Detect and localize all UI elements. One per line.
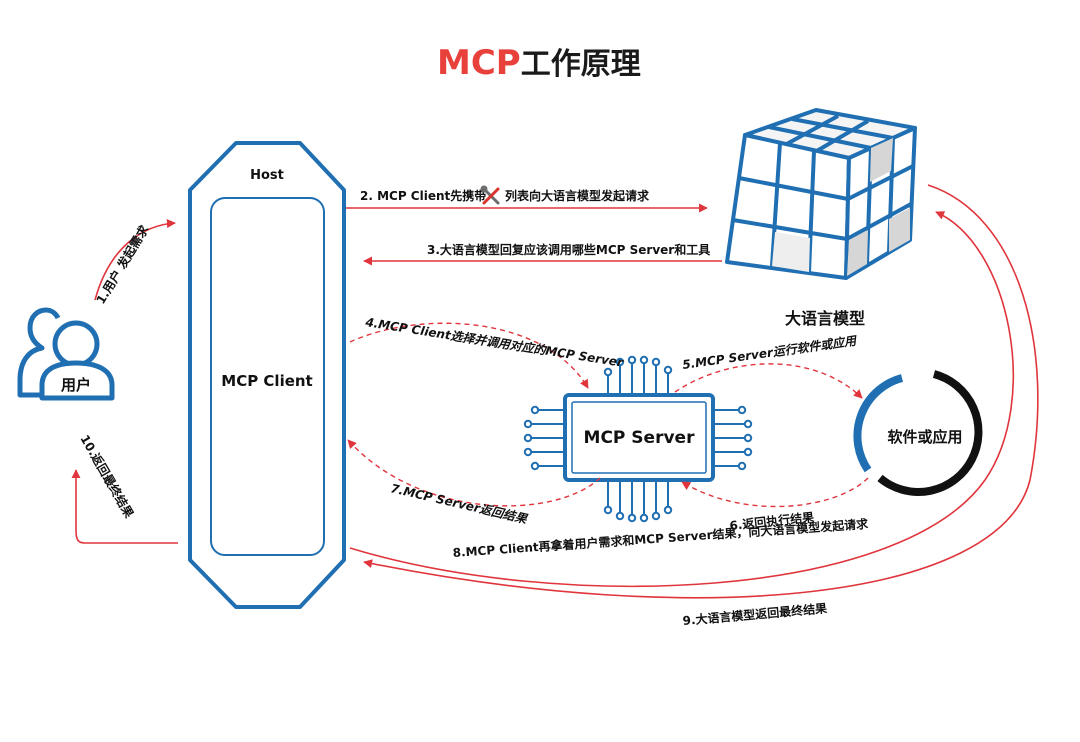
chip-pin-head bbox=[603, 505, 613, 515]
chip-pin-head bbox=[639, 355, 649, 365]
step-2-label: 2. MCP Client先携带 列表向大语言模型发起请求 bbox=[360, 185, 650, 205]
chip-pin-head bbox=[523, 447, 533, 457]
mcp-server-label: MCP Server bbox=[584, 428, 696, 448]
chip-pin-head bbox=[639, 513, 649, 523]
arrow-step-7 bbox=[347, 439, 601, 507]
arrow-step-1 bbox=[94, 219, 176, 301]
chip-icon bbox=[523, 355, 753, 523]
step-2-text-a: 2. MCP Client先携带 bbox=[360, 188, 486, 203]
step-9-label: 9.大语言模型返回最终结果 bbox=[682, 600, 828, 628]
chip-pin-head bbox=[737, 405, 747, 415]
chip-pin-head bbox=[663, 365, 673, 375]
arrow-step-8 bbox=[349, 211, 1015, 588]
step-3-label: 3.大语言模型回复应该调用哪些MCP Server和工具 bbox=[427, 242, 710, 257]
cube-icon bbox=[725, 108, 917, 280]
chip-pin-head bbox=[743, 433, 753, 443]
chip-pin-head bbox=[743, 419, 753, 429]
step-2-text-b: 列表向大语言模型发起请求 bbox=[505, 188, 650, 203]
chip-pin-head bbox=[651, 357, 661, 367]
arrow-step-10 bbox=[71, 469, 178, 544]
ring-icon bbox=[853, 370, 983, 496]
step-10-label: 10.返回最终结果 bbox=[77, 432, 137, 520]
chip-pin-head bbox=[627, 355, 637, 365]
chip-pin-head bbox=[603, 367, 613, 377]
host-label: Host bbox=[250, 168, 284, 183]
chip-pin-head bbox=[530, 461, 540, 471]
wrench-screwdriver-icon bbox=[480, 185, 500, 205]
chip-pin-head bbox=[651, 511, 661, 521]
chip-pin-head bbox=[530, 405, 540, 415]
chip-pin-head bbox=[615, 357, 625, 367]
app-label: 软件或应用 bbox=[887, 428, 962, 446]
chip-pin-head bbox=[737, 461, 747, 471]
user-label: 用户 bbox=[61, 376, 91, 394]
step-7-label: 7.MCP Server返回结果 bbox=[389, 481, 529, 526]
mcp-client-label: MCP Client bbox=[221, 372, 312, 390]
arrow-step-5 bbox=[674, 363, 863, 399]
llm-label: 大语言模型 bbox=[785, 309, 865, 328]
host-container bbox=[188, 141, 346, 609]
chip-pin-head bbox=[523, 433, 533, 443]
chip-pin-head bbox=[615, 511, 625, 521]
step-1-label: 1.用户 发起需求 bbox=[93, 222, 152, 307]
users-icon bbox=[17, 307, 115, 401]
chip-pin-head bbox=[663, 505, 673, 515]
step-5-label: 5.MCP Server运行软件或应用 bbox=[681, 333, 858, 372]
chip-pin-head bbox=[627, 513, 637, 523]
chip-pin-head bbox=[743, 447, 753, 457]
arrow-step-4 bbox=[349, 322, 589, 389]
page-title: MCP工作原理 bbox=[437, 43, 641, 83]
arrow-step-9 bbox=[363, 184, 1039, 599]
arrow-step-6 bbox=[681, 477, 869, 508]
chip-pin-head bbox=[523, 419, 533, 429]
step-4-label: 4.MCP Client选择并调用对应的MCP Server bbox=[364, 315, 625, 370]
